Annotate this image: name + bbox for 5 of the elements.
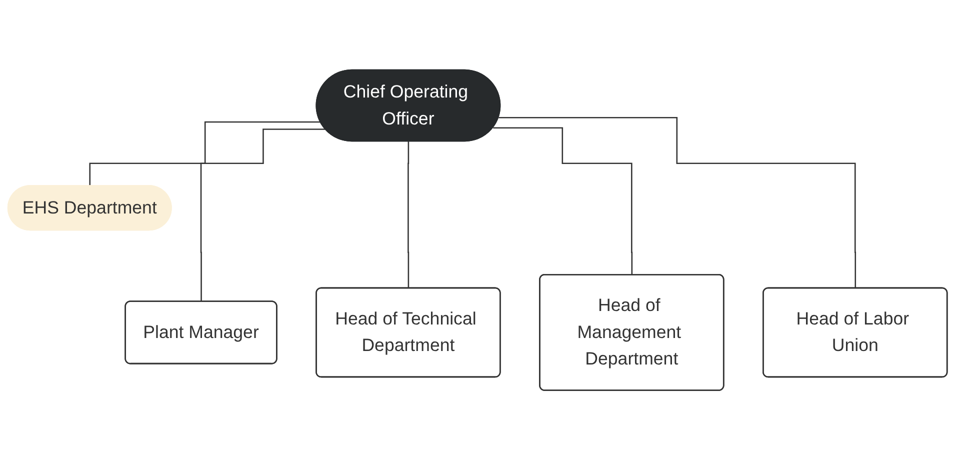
connector — [200, 128, 326, 302]
connector — [498, 116, 856, 289]
connector — [493, 127, 633, 276]
connector — [89, 121, 321, 187]
connector — [408, 140, 410, 289]
